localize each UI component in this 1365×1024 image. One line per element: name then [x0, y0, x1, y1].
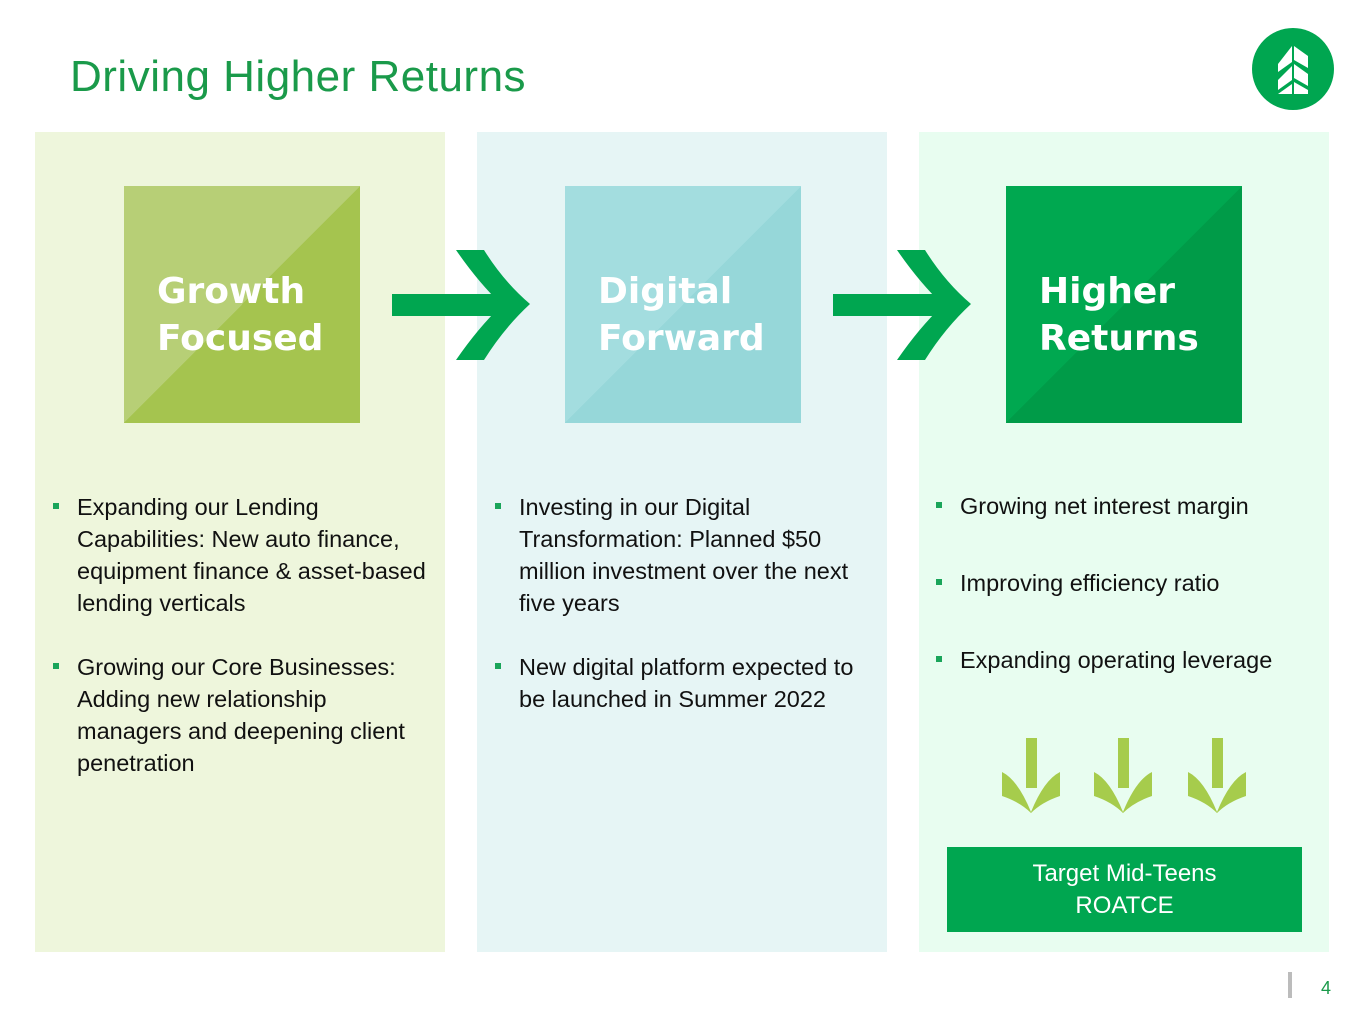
bullet-item: Investing in our Digital Transformation:… [495, 491, 875, 619]
arrow-down-icon [1094, 738, 1152, 813]
bullet-item: Growing our Core Businesses: Adding new … [53, 651, 433, 779]
bullet-list-growth: Expanding our Lending Capabilities: New … [53, 491, 433, 779]
slide-title: Driving Higher Returns [70, 52, 527, 101]
target-roatce-box: Target Mid-Teens ROATCE [947, 847, 1302, 932]
tile-digital-forward: Digital Forward [565, 186, 801, 423]
bullet-item: New digital platform expected to be laun… [495, 651, 875, 715]
arrow-right-icon [833, 250, 971, 360]
tile-growth-focused: Growth Focused [124, 186, 360, 423]
arrow-down-icon [1188, 738, 1246, 813]
tile-label-line: Focused [157, 318, 324, 359]
tile-label-line: Digital [598, 271, 733, 312]
arrow-down-icon [1002, 738, 1060, 813]
arrow-right-icon [392, 250, 530, 360]
tile-label-line: Higher [1039, 271, 1176, 312]
tile-label-line: Forward [598, 318, 765, 359]
bullet-item: Growing net interest margin [936, 490, 1326, 522]
bullet-item: Improving efficiency ratio [936, 567, 1326, 599]
bullet-list-returns: Growing net interest margin Improving ef… [936, 490, 1326, 676]
company-logo [1252, 28, 1334, 110]
tile-label-line: Growth [157, 271, 306, 312]
bullet-item: Expanding our Lending Capabilities: New … [53, 491, 433, 619]
bullet-list-digital: Investing in our Digital Transformation:… [495, 491, 875, 715]
tile-label-line: Returns [1039, 318, 1199, 359]
bullet-item: Expanding operating leverage [936, 644, 1326, 676]
page-number: 4 [1321, 978, 1332, 998]
target-line: Target Mid-Teens [1032, 859, 1217, 887]
down-arrows-group [1002, 738, 1246, 813]
tile-higher-returns: Higher Returns [1006, 186, 1242, 423]
page-number-divider [1288, 972, 1292, 998]
tree-logo-icon [1278, 46, 1308, 94]
target-line: ROATCE [1075, 891, 1174, 919]
